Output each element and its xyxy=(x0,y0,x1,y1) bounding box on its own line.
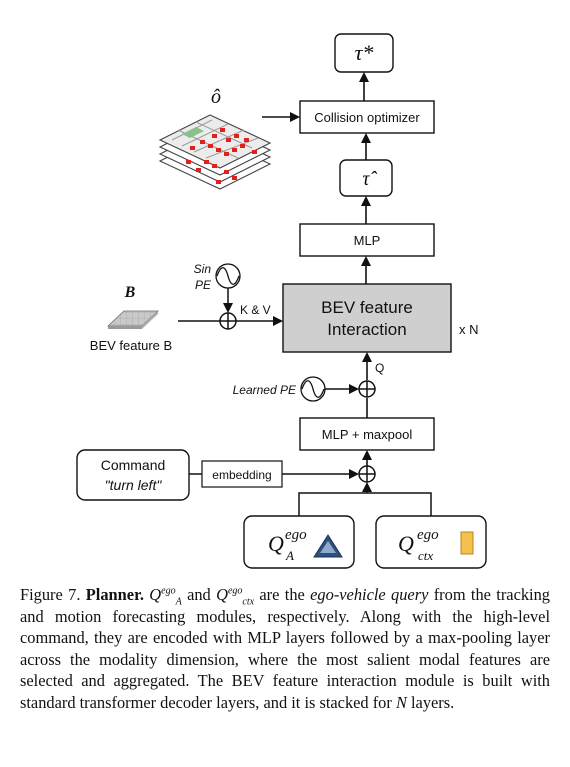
planner-diagram: τ* Collision optimizer τ̂ MLP BEV featur… xyxy=(76,33,487,569)
mlp-maxpool-label: MLP + maxpool xyxy=(322,427,413,442)
caption-are-the: are the xyxy=(259,585,305,604)
tau-hat-box: τ̂ xyxy=(339,159,393,197)
q-label: Q xyxy=(375,361,384,375)
query-join-line xyxy=(298,492,432,516)
embedding-box: embedding xyxy=(201,460,283,488)
sin-label: Sin xyxy=(194,262,212,276)
query-a-box: Q ego A xyxy=(243,515,355,569)
caption-q-a-sup: ego xyxy=(161,585,176,597)
bev-interaction-line2: Interaction xyxy=(327,320,406,339)
caption-q-a-sub: A xyxy=(175,596,182,608)
occupancy-stack-icon xyxy=(158,114,272,190)
bev-feature-grid-icon xyxy=(106,310,160,329)
caption-and: and xyxy=(187,585,211,604)
caption-n: N xyxy=(395,692,407,712)
bev-feature-label: BEV feature B xyxy=(90,338,172,353)
context-rect-icon xyxy=(460,531,474,555)
caption-italic-term: ego-vehicle query xyxy=(310,585,429,604)
caption-q-ctx: Qegoctx xyxy=(216,585,255,608)
turn-left-label: "turn left" xyxy=(105,477,163,493)
command-box: Command "turn left" xyxy=(76,449,190,501)
mlp-label: MLP xyxy=(354,233,381,248)
pe-label: PE xyxy=(195,278,212,292)
bev-interaction-line1: BEV feature xyxy=(321,298,413,317)
query-ctx-box: Q ego ctx xyxy=(375,515,487,569)
tau-star-label: τ* xyxy=(355,40,374,65)
query-ctx-sup: ego xyxy=(417,527,439,543)
tau-star-box: τ* xyxy=(334,33,394,73)
embedding-label: embedding xyxy=(212,468,271,482)
query-ctx-sub: ctx xyxy=(418,548,433,563)
o-hat-label: ô xyxy=(211,86,221,108)
caption-q-a: QegoA xyxy=(149,585,182,608)
triangle-inner xyxy=(320,541,336,553)
figure-caption: Figure 7. Planner. QegoA and Qegoctx are… xyxy=(20,584,550,714)
caption-end: layers. xyxy=(411,692,455,712)
add-node-sin-pe xyxy=(219,312,237,330)
caption-q-ctx-sup: ego xyxy=(227,585,243,597)
caption-prefix: Figure 7. xyxy=(20,585,81,604)
query-a-sub: A xyxy=(285,548,294,563)
collision-optimizer-box: Collision optimizer xyxy=(299,100,435,134)
sin-pe-sine-icon xyxy=(215,263,241,289)
bev-interaction-box: BEV feature Interaction xyxy=(282,283,452,353)
learned-pe-label: Learned PE xyxy=(233,383,297,397)
kv-label: K & V xyxy=(240,303,271,317)
b-symbol: B xyxy=(124,284,136,301)
stack-n-label: x N xyxy=(459,322,479,337)
learned-pe-sine-icon xyxy=(300,376,326,402)
caption-title: Planner. xyxy=(85,585,144,604)
command-label: Command xyxy=(101,457,166,473)
caption-q-ctx-sub: ctx xyxy=(242,596,255,608)
query-a-sup: ego xyxy=(285,527,307,543)
add-node-learned-pe xyxy=(358,380,376,398)
caption-body: from the tracking and motion forecasting… xyxy=(20,585,550,712)
caption-q-a-main: Q xyxy=(149,585,162,604)
mlp-maxpool-box: MLP + maxpool xyxy=(299,417,435,451)
collision-optimizer-label: Collision optimizer xyxy=(314,110,420,125)
mlp-box: MLP xyxy=(299,223,435,257)
caption-q-ctx-main: Q xyxy=(216,585,228,604)
query-a-q: Q xyxy=(268,531,284,556)
bev-interaction-rect xyxy=(282,283,452,353)
query-ctx-q: Q xyxy=(398,531,414,556)
add-node-command xyxy=(358,465,376,483)
